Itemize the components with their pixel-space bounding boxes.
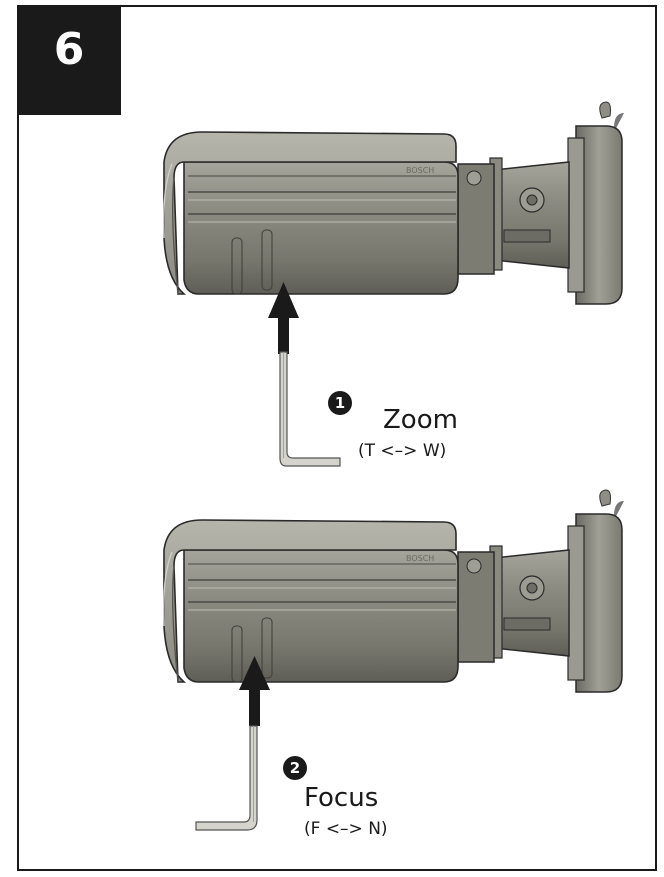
camera-illustration-top: BOSCH bbox=[162, 101, 625, 305]
allen-key-zoom bbox=[279, 351, 341, 467]
allen-key-focus bbox=[195, 725, 258, 831]
brand-mark-top: BOSCH bbox=[406, 166, 434, 175]
focus-label: Focus bbox=[304, 783, 379, 813]
step-number: 6 bbox=[53, 24, 85, 75]
arrow-up-zoom bbox=[268, 282, 299, 354]
step-badge-1: 1 bbox=[328, 391, 352, 415]
zoom-label: Zoom bbox=[383, 405, 458, 435]
brand-mark-bottom: BOSCH bbox=[406, 554, 434, 563]
step-number-box: 6 bbox=[17, 5, 121, 115]
arrow-up-focus bbox=[239, 656, 270, 726]
focus-range-label: (F <–> N) bbox=[304, 819, 388, 839]
step-badge-2: 2 bbox=[283, 756, 307, 780]
camera-illustration-bottom: BOSCH bbox=[162, 489, 625, 693]
zoom-range-label: (T <–> W) bbox=[358, 441, 447, 461]
